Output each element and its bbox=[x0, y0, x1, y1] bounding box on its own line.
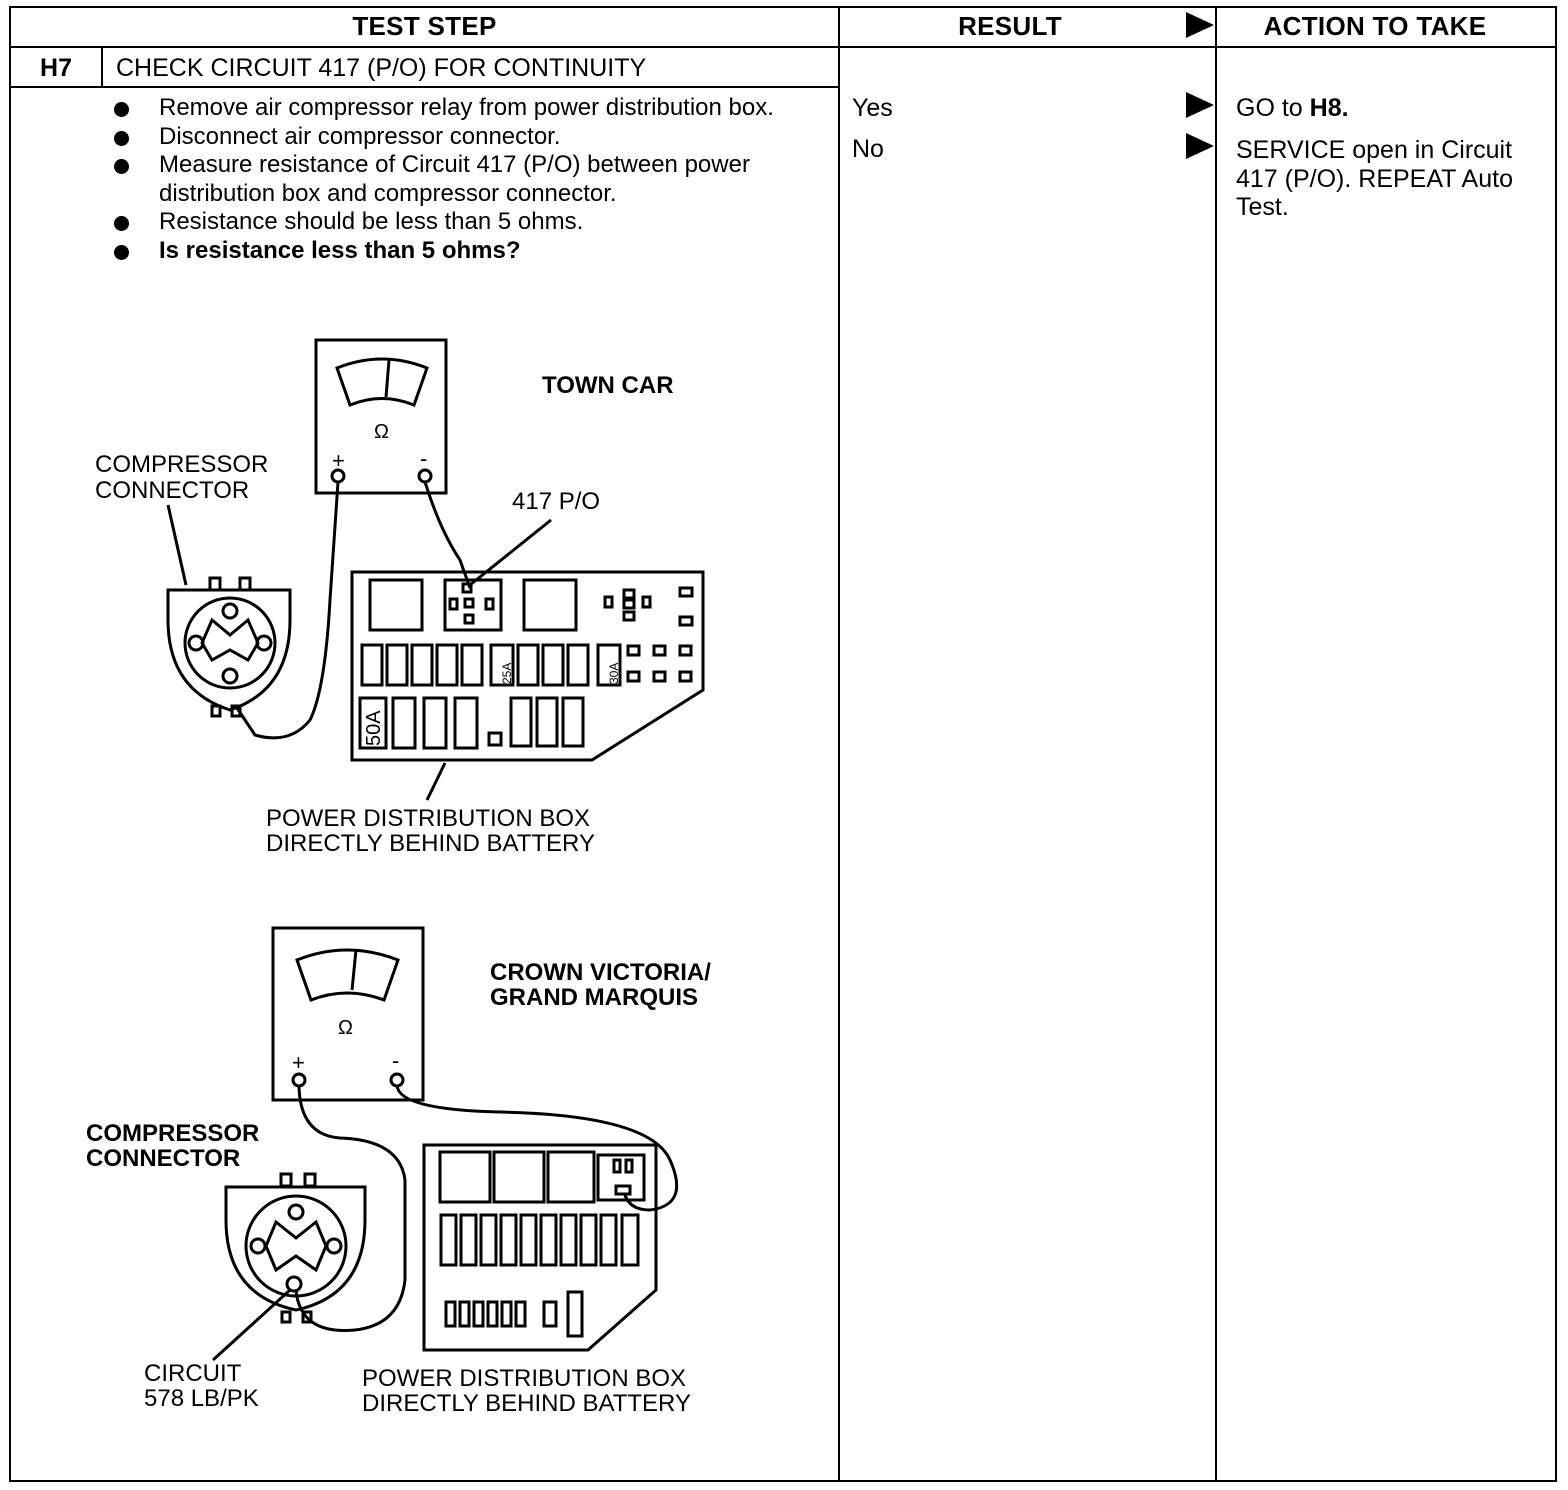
town-car-plus-label: + bbox=[332, 448, 345, 473]
step-title-divider bbox=[9, 86, 840, 88]
crown-victoria-plus-label: + bbox=[292, 1050, 305, 1075]
action-yes: GO to H8. bbox=[1236, 94, 1548, 123]
table-frame bbox=[9, 6, 1557, 1482]
instruction-item: Remove air compressor relay from power d… bbox=[108, 94, 828, 123]
bullet-icon bbox=[114, 216, 129, 231]
step-id-divider bbox=[101, 46, 103, 87]
column-divider-result bbox=[838, 6, 840, 1482]
instruction-list: Remove air compressor relay from power d… bbox=[108, 94, 828, 265]
town-car-circuit-label: 417 P/O bbox=[512, 488, 601, 515]
step-id: H7 bbox=[40, 54, 72, 82]
action-yes-target: H8. bbox=[1309, 94, 1349, 122]
instruction-question: Is resistance less than 5 ohms? bbox=[108, 237, 828, 266]
bullet-icon bbox=[114, 159, 129, 174]
instruction-item: Measure resistance of Circuit 417 (P/O) … bbox=[108, 151, 828, 208]
fuse-30a-label: 30A bbox=[607, 662, 621, 684]
crown-victoria-circuit-label-1: CIRCUIT bbox=[144, 1360, 242, 1387]
column-divider-action bbox=[1215, 6, 1217, 1482]
action-header: ACTION TO TAKE bbox=[1263, 11, 1487, 41]
crown-victoria-meter-symbol: Ω bbox=[338, 1017, 353, 1039]
crown-victoria-title-1: CROWN VICTORIA/ bbox=[490, 959, 711, 986]
instruction-item: Resistance should be less than 5 ohms. bbox=[108, 208, 828, 237]
town-car-minus-label: - bbox=[420, 446, 428, 471]
town-car-box-label-1: POWER DISTRIBUTION BOX bbox=[266, 805, 591, 832]
fuse-25a-label: 25A bbox=[500, 662, 514, 684]
result-header: RESULT bbox=[958, 11, 1062, 41]
action-no: SERVICE open in Circuit 417 (P/O). REPEA… bbox=[1236, 136, 1513, 221]
crown-victoria-connector-label-2: CONNECTOR bbox=[86, 1145, 241, 1172]
town-car-box-label-2: DIRECTLY BEHIND BATTERY bbox=[266, 830, 595, 857]
step-title: CHECK CIRCUIT 417 (P/O) FOR CONTINUITY bbox=[116, 54, 647, 82]
crown-victoria-box-label-1: POWER DISTRIBUTION BOX bbox=[362, 1365, 687, 1392]
town-car-meter-symbol: Ω bbox=[374, 421, 389, 443]
town-car-connector-label-2: CONNECTOR bbox=[95, 477, 250, 504]
crown-victoria-box-label-2: DIRECTLY BEHIND BATTERY bbox=[362, 1390, 691, 1417]
header-arrow-icon bbox=[1186, 12, 1214, 38]
result-no: No bbox=[852, 135, 884, 163]
town-car-title: TOWN CAR bbox=[542, 372, 674, 399]
result-yes-arrow-icon bbox=[1186, 92, 1214, 118]
town-car-connector-label-1: COMPRESSOR bbox=[95, 451, 269, 478]
header-divider bbox=[9, 46, 1557, 48]
bullet-icon bbox=[114, 130, 129, 146]
crown-victoria-connector-label-1: COMPRESSOR bbox=[86, 1120, 260, 1147]
fuse-50a-label: 50A bbox=[363, 710, 385, 746]
instruction-item: Disconnect air compressor connector. bbox=[108, 123, 828, 152]
crown-victoria-title-2: GRAND MARQUIS bbox=[490, 984, 698, 1011]
test-step-header: TEST STEP bbox=[352, 11, 497, 41]
result-yes: Yes bbox=[852, 94, 893, 122]
crown-victoria-minus-label: - bbox=[392, 1048, 400, 1073]
bullet-icon bbox=[114, 102, 129, 117]
crown-victoria-circuit-label-2: 578 LB/PK bbox=[144, 1385, 259, 1412]
bullet-icon bbox=[114, 244, 129, 260]
action-yes-text: GO to bbox=[1236, 94, 1310, 122]
result-no-arrow-icon bbox=[1186, 133, 1214, 159]
